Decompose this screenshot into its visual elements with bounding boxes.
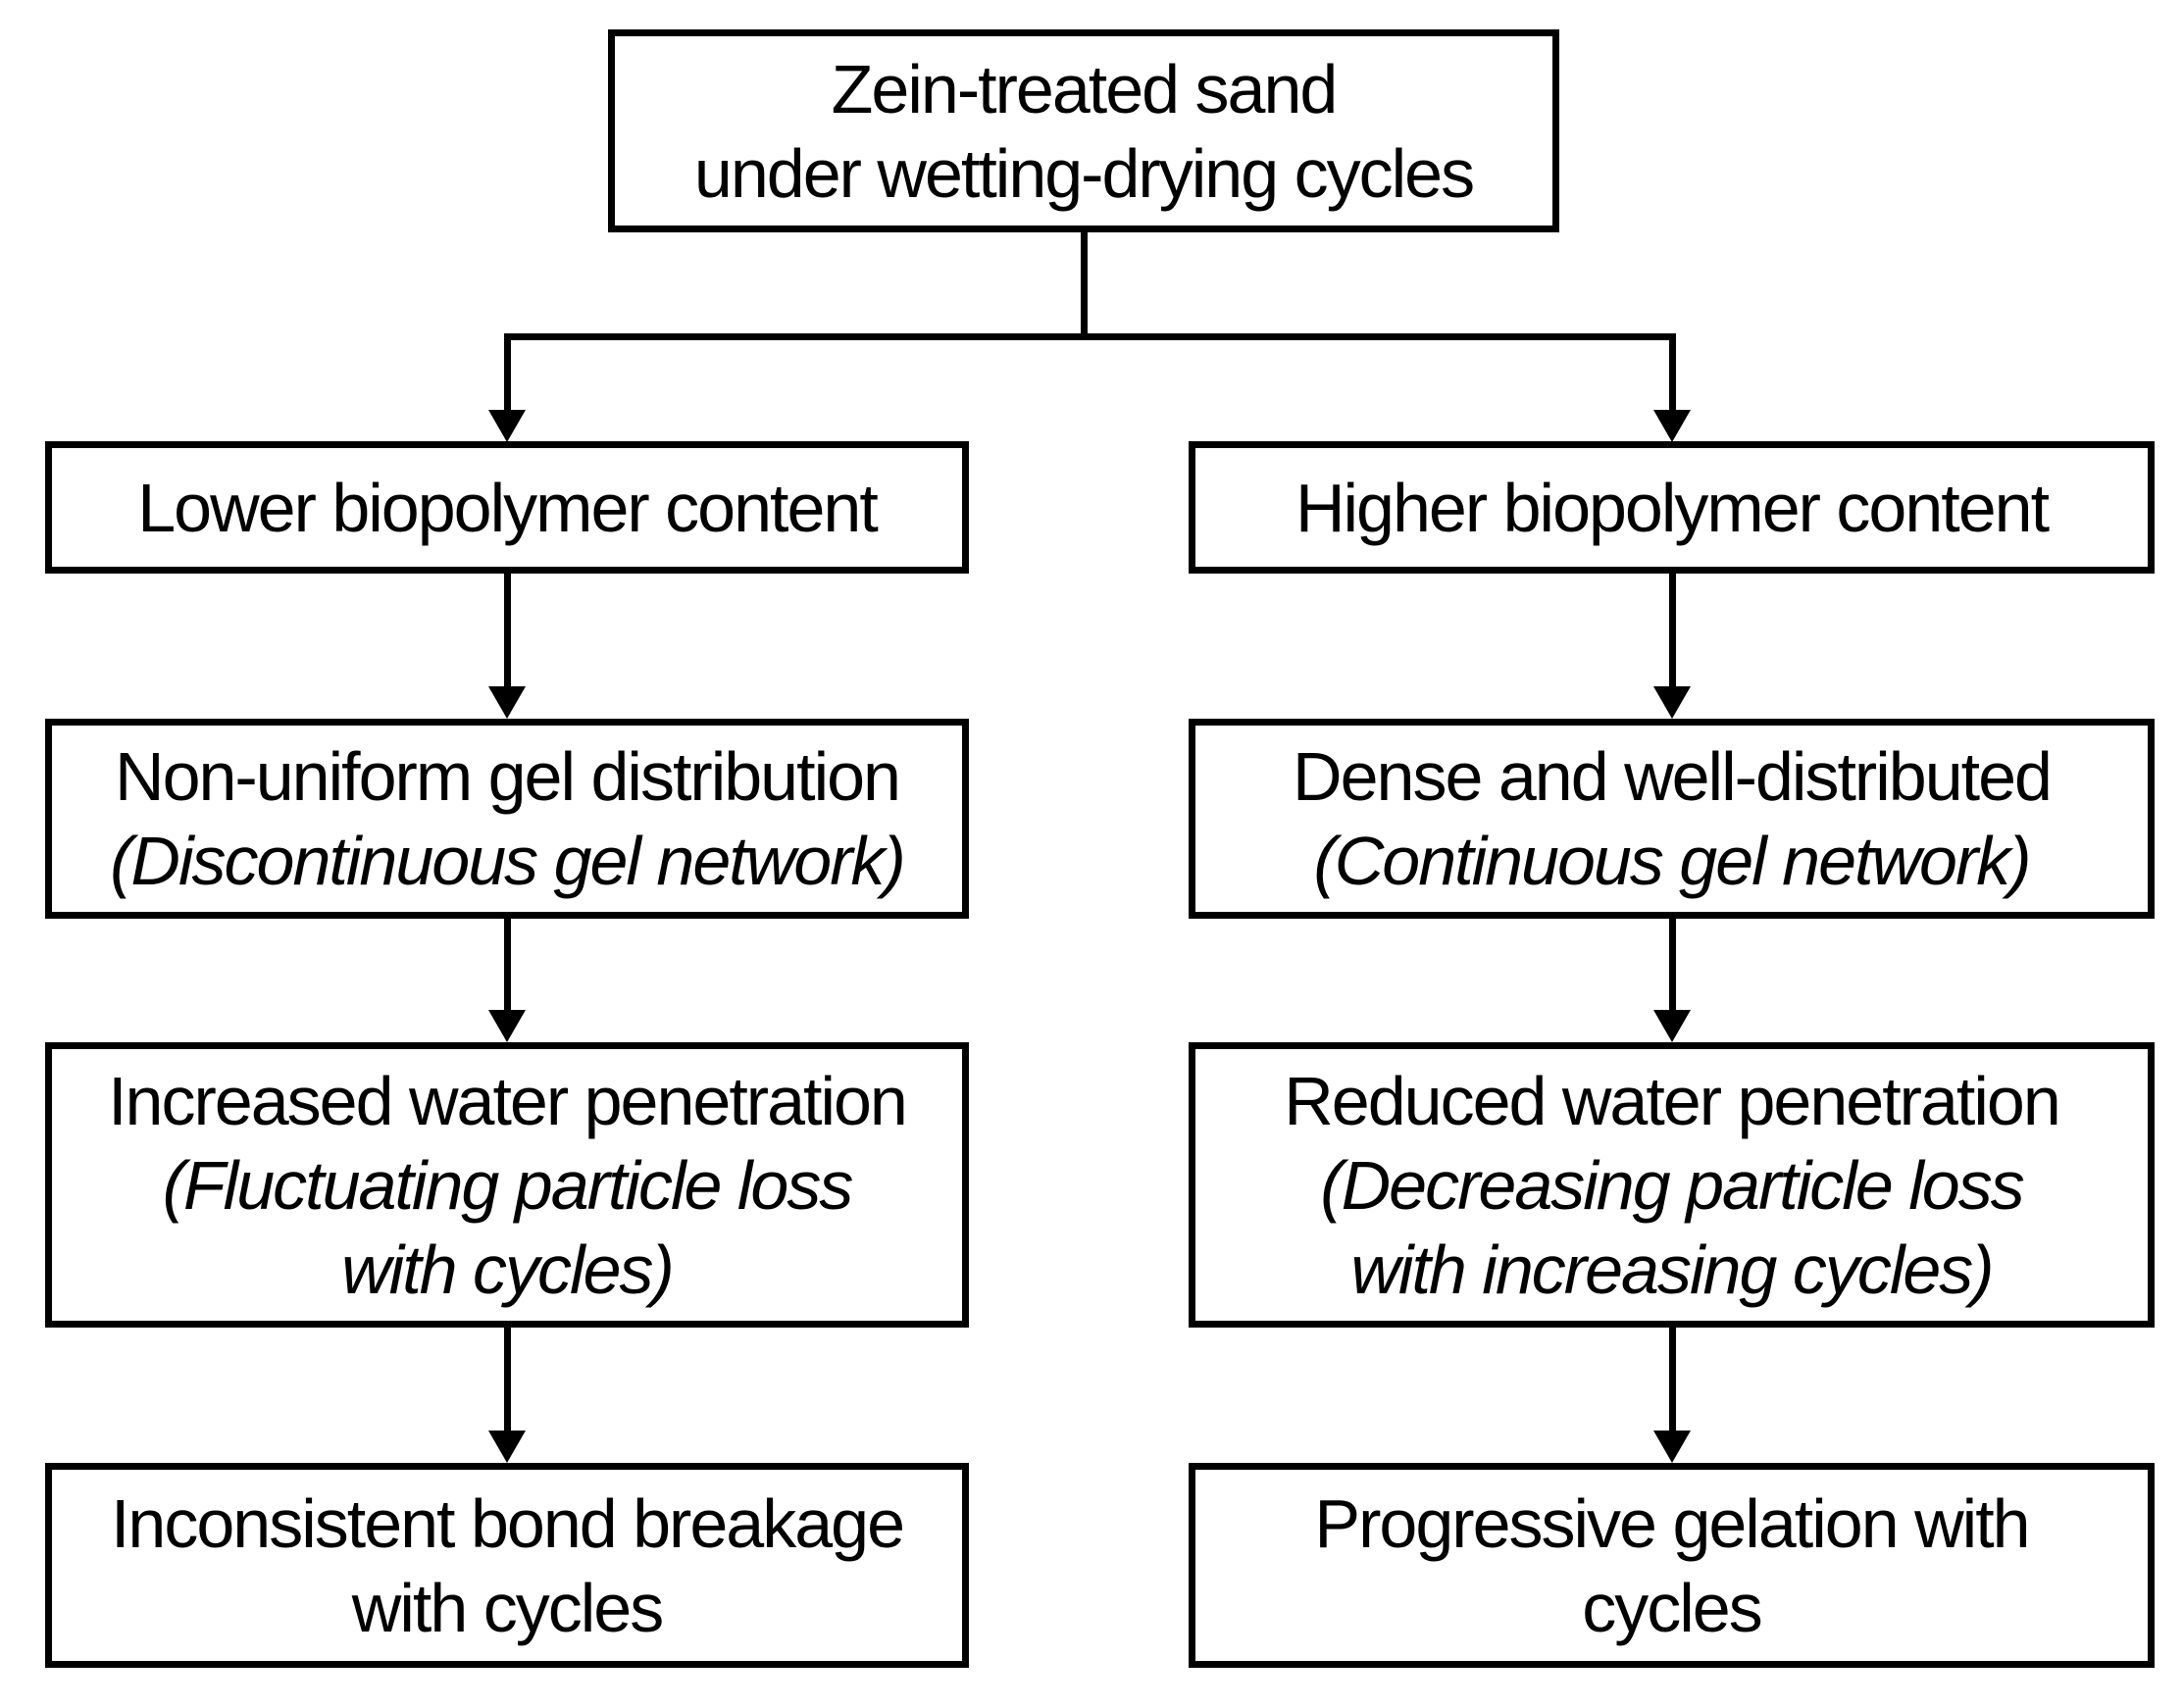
node-text-line: Reduced water penetration	[1284, 1062, 2061, 1139]
connector-right2-right3	[1669, 919, 1676, 1015]
node-text-line: (Discontinuous gel network)	[110, 823, 906, 899]
node-text-line: Increased water penetration	[108, 1062, 908, 1139]
arrow-down-icon	[1653, 686, 1691, 719]
node-text-line: cycles	[1582, 1569, 1762, 1646]
node-text-line: Higher biopolymer content	[1295, 469, 2050, 546]
node-lower-biopolymer-content: Lower biopolymer content	[45, 441, 969, 574]
arrow-down-icon	[488, 1010, 526, 1042]
connector-left2-left3	[504, 919, 511, 1015]
node-text-line: Non-uniform gel distribution	[115, 738, 901, 815]
node-text-line: (Continuous gel network)	[1313, 823, 2031, 899]
node-text-line: with cycles)	[341, 1231, 675, 1308]
node-higher-biopolymer-content: Higher biopolymer content	[1189, 441, 2155, 574]
node-text-line: (Decreasing particle loss	[1320, 1146, 2024, 1224]
connector-root-stem	[1081, 232, 1088, 336]
connector-left3-left4	[504, 1328, 511, 1435]
node-text-line: Progressive gelation with	[1314, 1484, 2030, 1562]
node-text-line: with increasing cycles)	[1350, 1231, 1994, 1308]
node-text-line: Lower biopolymer content	[137, 469, 879, 546]
arrow-down-icon	[488, 410, 526, 442]
node-root-zein-treated-sand: Zein-treated sand under wetting-drying c…	[608, 29, 1559, 232]
connector-left1-left2	[504, 574, 511, 691]
node-text-line: Inconsistent bond breakage	[110, 1484, 905, 1562]
node-progressive-gelation: Progressive gelation with cycles	[1189, 1463, 2155, 1668]
arrow-down-icon	[1653, 410, 1691, 442]
arrow-down-icon	[1653, 1431, 1691, 1463]
node-increased-water-penetration: Increased water penetration (Fluctuating…	[45, 1042, 969, 1328]
connector-right1-right2	[1669, 574, 1676, 691]
node-reduced-water-penetration: Reduced water penetration (Decreasing pa…	[1189, 1042, 2155, 1328]
connector-right3-right4	[1669, 1328, 1676, 1435]
connector-branch-horizontal	[504, 333, 1676, 340]
node-text-line: under wetting-drying cycles	[693, 134, 1475, 212]
node-text-line: with cycles	[351, 1569, 664, 1646]
arrow-down-icon	[488, 686, 526, 719]
arrow-down-icon	[1653, 1010, 1691, 1042]
connector-branch-left-stem	[504, 333, 511, 414]
node-text-line: (Fluctuating particle loss	[162, 1146, 854, 1224]
arrow-down-icon	[488, 1431, 526, 1463]
node-text-line: Dense and well-distributed	[1293, 738, 2053, 815]
node-inconsistent-bond-breakage: Inconsistent bond breakage with cycles	[45, 1463, 969, 1668]
connector-branch-right-stem	[1669, 333, 1676, 414]
node-non-uniform-gel-distribution: Non-uniform gel distribution (Discontinu…	[45, 719, 969, 919]
node-dense-and-well-distributed: Dense and well-distributed (Continuous g…	[1189, 719, 2155, 919]
node-text-line: Zein-treated sand	[831, 50, 1339, 127]
